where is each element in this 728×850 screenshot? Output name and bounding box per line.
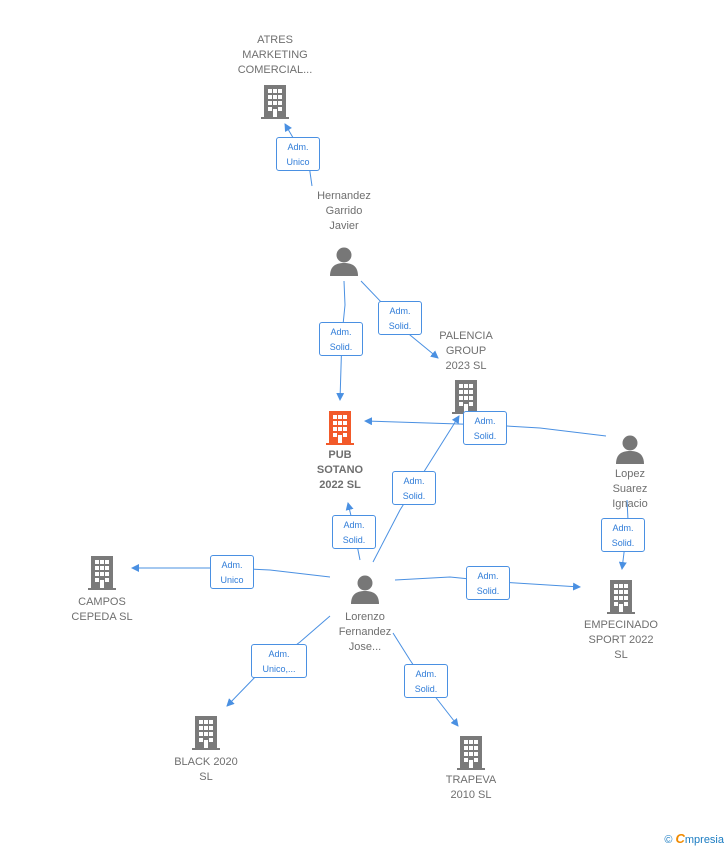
edge-label-hernandez-to-palencia[interactable]: Adm. Solid. bbox=[378, 301, 422, 335]
edge-hernandez-to-pub bbox=[336, 280, 346, 401]
black-building-icon[interactable] bbox=[192, 716, 220, 750]
campos-building-icon[interactable] bbox=[88, 556, 116, 590]
edge-lopez-to-pub bbox=[364, 417, 607, 437]
edge-label-lorenzo-to-black[interactable]: Adm. Unico,... bbox=[251, 644, 307, 678]
pub-node-label[interactable]: PUB SOTANO 2022 SL bbox=[316, 449, 364, 491]
copyright-symbol: © bbox=[664, 834, 673, 846]
edge-label-lorenzo-to-campos[interactable]: Adm. Unico bbox=[210, 555, 254, 589]
lopez-node-label[interactable]: Lopez Suarez Ignacio bbox=[612, 468, 648, 510]
atres-building-icon[interactable] bbox=[261, 85, 289, 119]
hernandez-node-label[interactable]: Hernandez Garrido Javier bbox=[317, 190, 371, 232]
edge-label-lorenzo-to-trapeva[interactable]: Adm. Solid. bbox=[404, 664, 448, 698]
trapeva-node-label[interactable]: TRAPEVA 2010 SL bbox=[445, 774, 497, 801]
pub-building-icon[interactable] bbox=[326, 411, 354, 445]
edge-label-lorenzo-to-empecinado[interactable]: Adm. Solid. bbox=[466, 566, 510, 600]
trapeva-building-icon[interactable] bbox=[457, 736, 485, 770]
edge-label-lopez-to-empecinado[interactable]: Adm. Solid. bbox=[601, 518, 645, 552]
lorenzo-node-label[interactable]: Lorenzo Fernandez Jose... bbox=[338, 611, 392, 653]
edge-label-hernandez-to-pub[interactable]: Adm. Solid. bbox=[319, 322, 363, 356]
brand-logo-initial: C bbox=[675, 831, 685, 846]
edge-label-lopez-to-pub[interactable]: Adm. Solid. bbox=[463, 411, 507, 445]
empecinado-node-label[interactable]: EMPECINADO SPORT 2022 SL bbox=[584, 619, 658, 661]
edge-label-lorenzo-to-palencia[interactable]: Adm. Solid. bbox=[392, 471, 436, 505]
brand-logo-rest: mpresia bbox=[684, 834, 724, 846]
atres-node-label[interactable]: ATRES MARKETING COMERCIAL... bbox=[237, 34, 313, 76]
edge-label-lorenzo-to-pub[interactable]: Adm. Solid. bbox=[332, 515, 376, 549]
edge-label-hernandez-to-atres[interactable]: Adm. Unico bbox=[276, 137, 320, 171]
palencia-node-label[interactable]: PALENCIA GROUP 2023 SL bbox=[439, 330, 493, 372]
lopez-person-icon[interactable] bbox=[616, 435, 644, 465]
palencia-building-icon[interactable] bbox=[452, 380, 480, 414]
lorenzo-person-icon[interactable] bbox=[351, 575, 379, 605]
black-node-label[interactable]: BLACK 2020 SL bbox=[174, 756, 238, 783]
footer-brand: © Cmpresia bbox=[664, 831, 724, 846]
empecinado-building-icon[interactable] bbox=[607, 580, 635, 614]
campos-node-label[interactable]: CAMPOS CEPEDA SL bbox=[71, 596, 133, 623]
hernandez-person-icon[interactable] bbox=[330, 247, 358, 277]
